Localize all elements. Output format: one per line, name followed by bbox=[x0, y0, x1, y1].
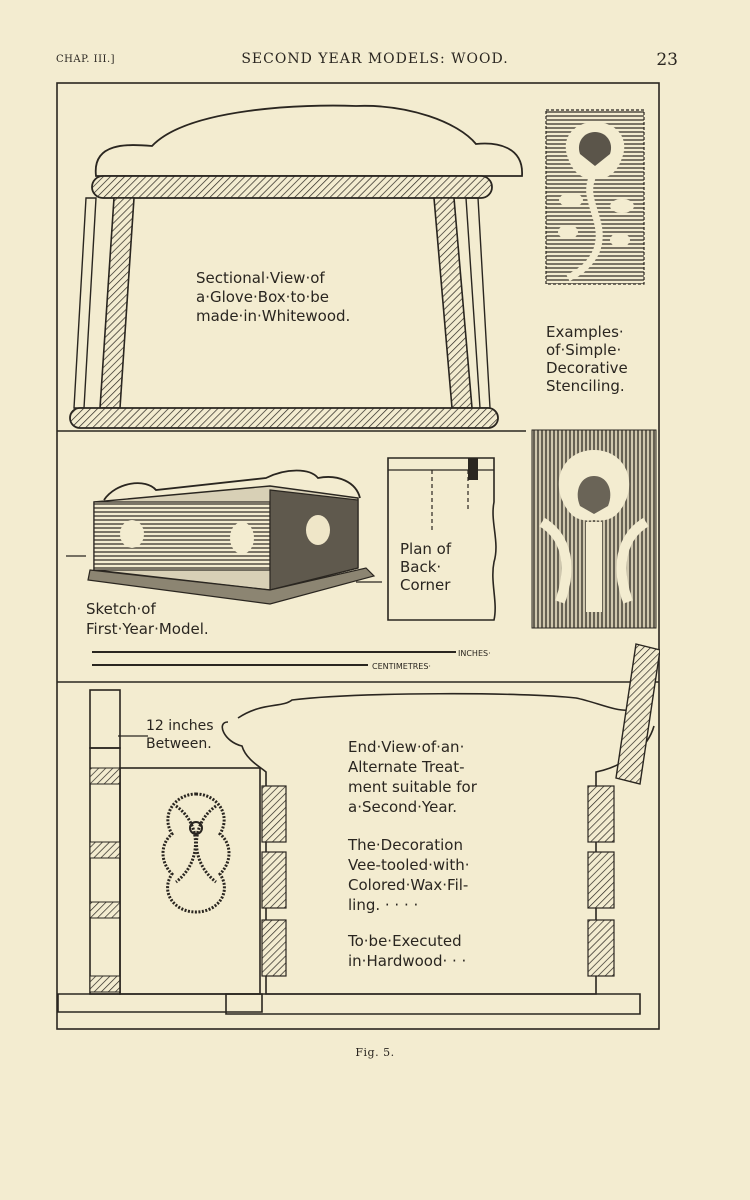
sectional-view-label: Sectional·View·of a·Glove·Box·to·be made… bbox=[196, 269, 350, 325]
chapter-marker: CHAP. III.] bbox=[56, 54, 116, 65]
first-year-model-sketch bbox=[66, 469, 382, 605]
sectional-view-drawing bbox=[69, 104, 523, 429]
stencil-label: Examples· of·Simple· Decorative Stencili… bbox=[546, 323, 633, 395]
plan-label: Plan of Back· Corner bbox=[400, 540, 456, 594]
stencil-example-top bbox=[545, 109, 645, 285]
spacing-note: 12 inches Between. bbox=[146, 718, 218, 752]
scale-inches-label: INCHES· bbox=[458, 649, 491, 658]
scale-centimetres-label: CENTIMETRES· bbox=[372, 662, 431, 671]
stencil-example-bottom bbox=[531, 429, 657, 629]
sketch-label: Sketch·of First·Year·Model. bbox=[86, 600, 209, 638]
running-head: CHAP. III.] SECOND YEAR MODELS: WOOD. 23 bbox=[0, 50, 750, 74]
figure-caption: Fig. 5. bbox=[355, 1046, 395, 1059]
figure-drawing: Sectional·View·of a·Glove·Box·to·be made… bbox=[56, 82, 660, 1030]
end-view-drawing bbox=[57, 643, 660, 1015]
back-corner-plan bbox=[387, 457, 497, 621]
figure-plate: Sectional·View·of a·Glove·Box·to·be made… bbox=[56, 82, 660, 1030]
page-number: 23 bbox=[656, 50, 678, 70]
scale-bars bbox=[92, 651, 456, 666]
plate-border bbox=[56, 82, 660, 1030]
end-view-text: End·View·of·an· Alternate Treat- ment su… bbox=[347, 738, 482, 970]
running-title: SECOND YEAR MODELS: WOOD. bbox=[241, 51, 509, 67]
